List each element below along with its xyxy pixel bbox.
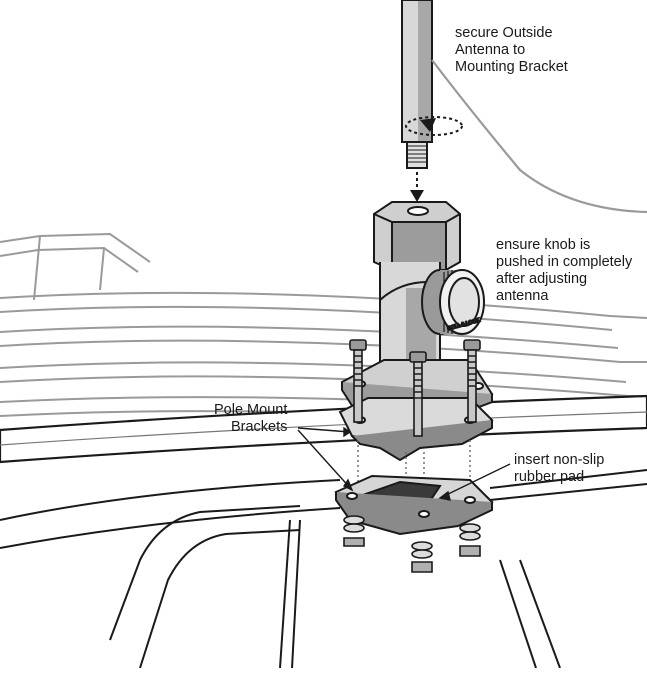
- rack-slat: [0, 339, 621, 363]
- bolts: [349, 339, 481, 437]
- knob: ROLL & LOCK: [421, 269, 485, 335]
- antenna-cable: [431, 59, 647, 214]
- rack-slat: [0, 375, 629, 397]
- bolt: [349, 339, 367, 423]
- callout-line: after adjusting: [496, 271, 588, 287]
- callout-line: Mounting Bracket: [455, 59, 568, 75]
- callout-line: pushed in completely: [496, 254, 633, 270]
- bottom-bracket: [334, 474, 494, 536]
- rotation-arrow: [405, 116, 463, 136]
- callout-line: insert non-slip: [514, 452, 605, 468]
- callout-line: rubber pad: [514, 469, 585, 485]
- antenna-socket: [407, 206, 429, 216]
- callout-line: secure Outside: [455, 25, 553, 41]
- washer-nut-stack: [411, 541, 433, 573]
- antenna-mount: ROLL & LOCK: [373, 201, 485, 381]
- callout-line: ensure knob is: [496, 237, 591, 253]
- callout-ensure-knob: ensure knob is pushed in completely afte…: [496, 237, 632, 305]
- washer-nut-stack: [343, 515, 365, 547]
- vehicle-roof: [0, 469, 647, 669]
- callout-insert-rubber-pad: insert non-slip rubber pad: [514, 452, 604, 486]
- antenna: [401, 0, 647, 214]
- nuts-washers: [343, 515, 481, 573]
- bolt: [409, 351, 427, 437]
- callout-line: Brackets: [230, 419, 288, 435]
- roof-rack: [0, 232, 647, 429]
- rack-slat: [0, 291, 611, 317]
- leader-lines: [297, 426, 511, 501]
- callout-line: Antenna to: [455, 42, 526, 58]
- washer-nut-stack: [459, 523, 481, 557]
- bolt: [463, 339, 481, 423]
- rack-slat: [0, 361, 627, 383]
- callout-secure-antenna: secure Outside Antenna to Mounting Brack…: [455, 25, 568, 76]
- callout-pole-mount-brackets: Pole Mount Brackets: [214, 402, 287, 436]
- rack-slat: [0, 325, 619, 349]
- callout-line: Pole Mount: [214, 402, 288, 418]
- rack-slat: [0, 305, 613, 331]
- callout-line: antenna: [496, 288, 549, 304]
